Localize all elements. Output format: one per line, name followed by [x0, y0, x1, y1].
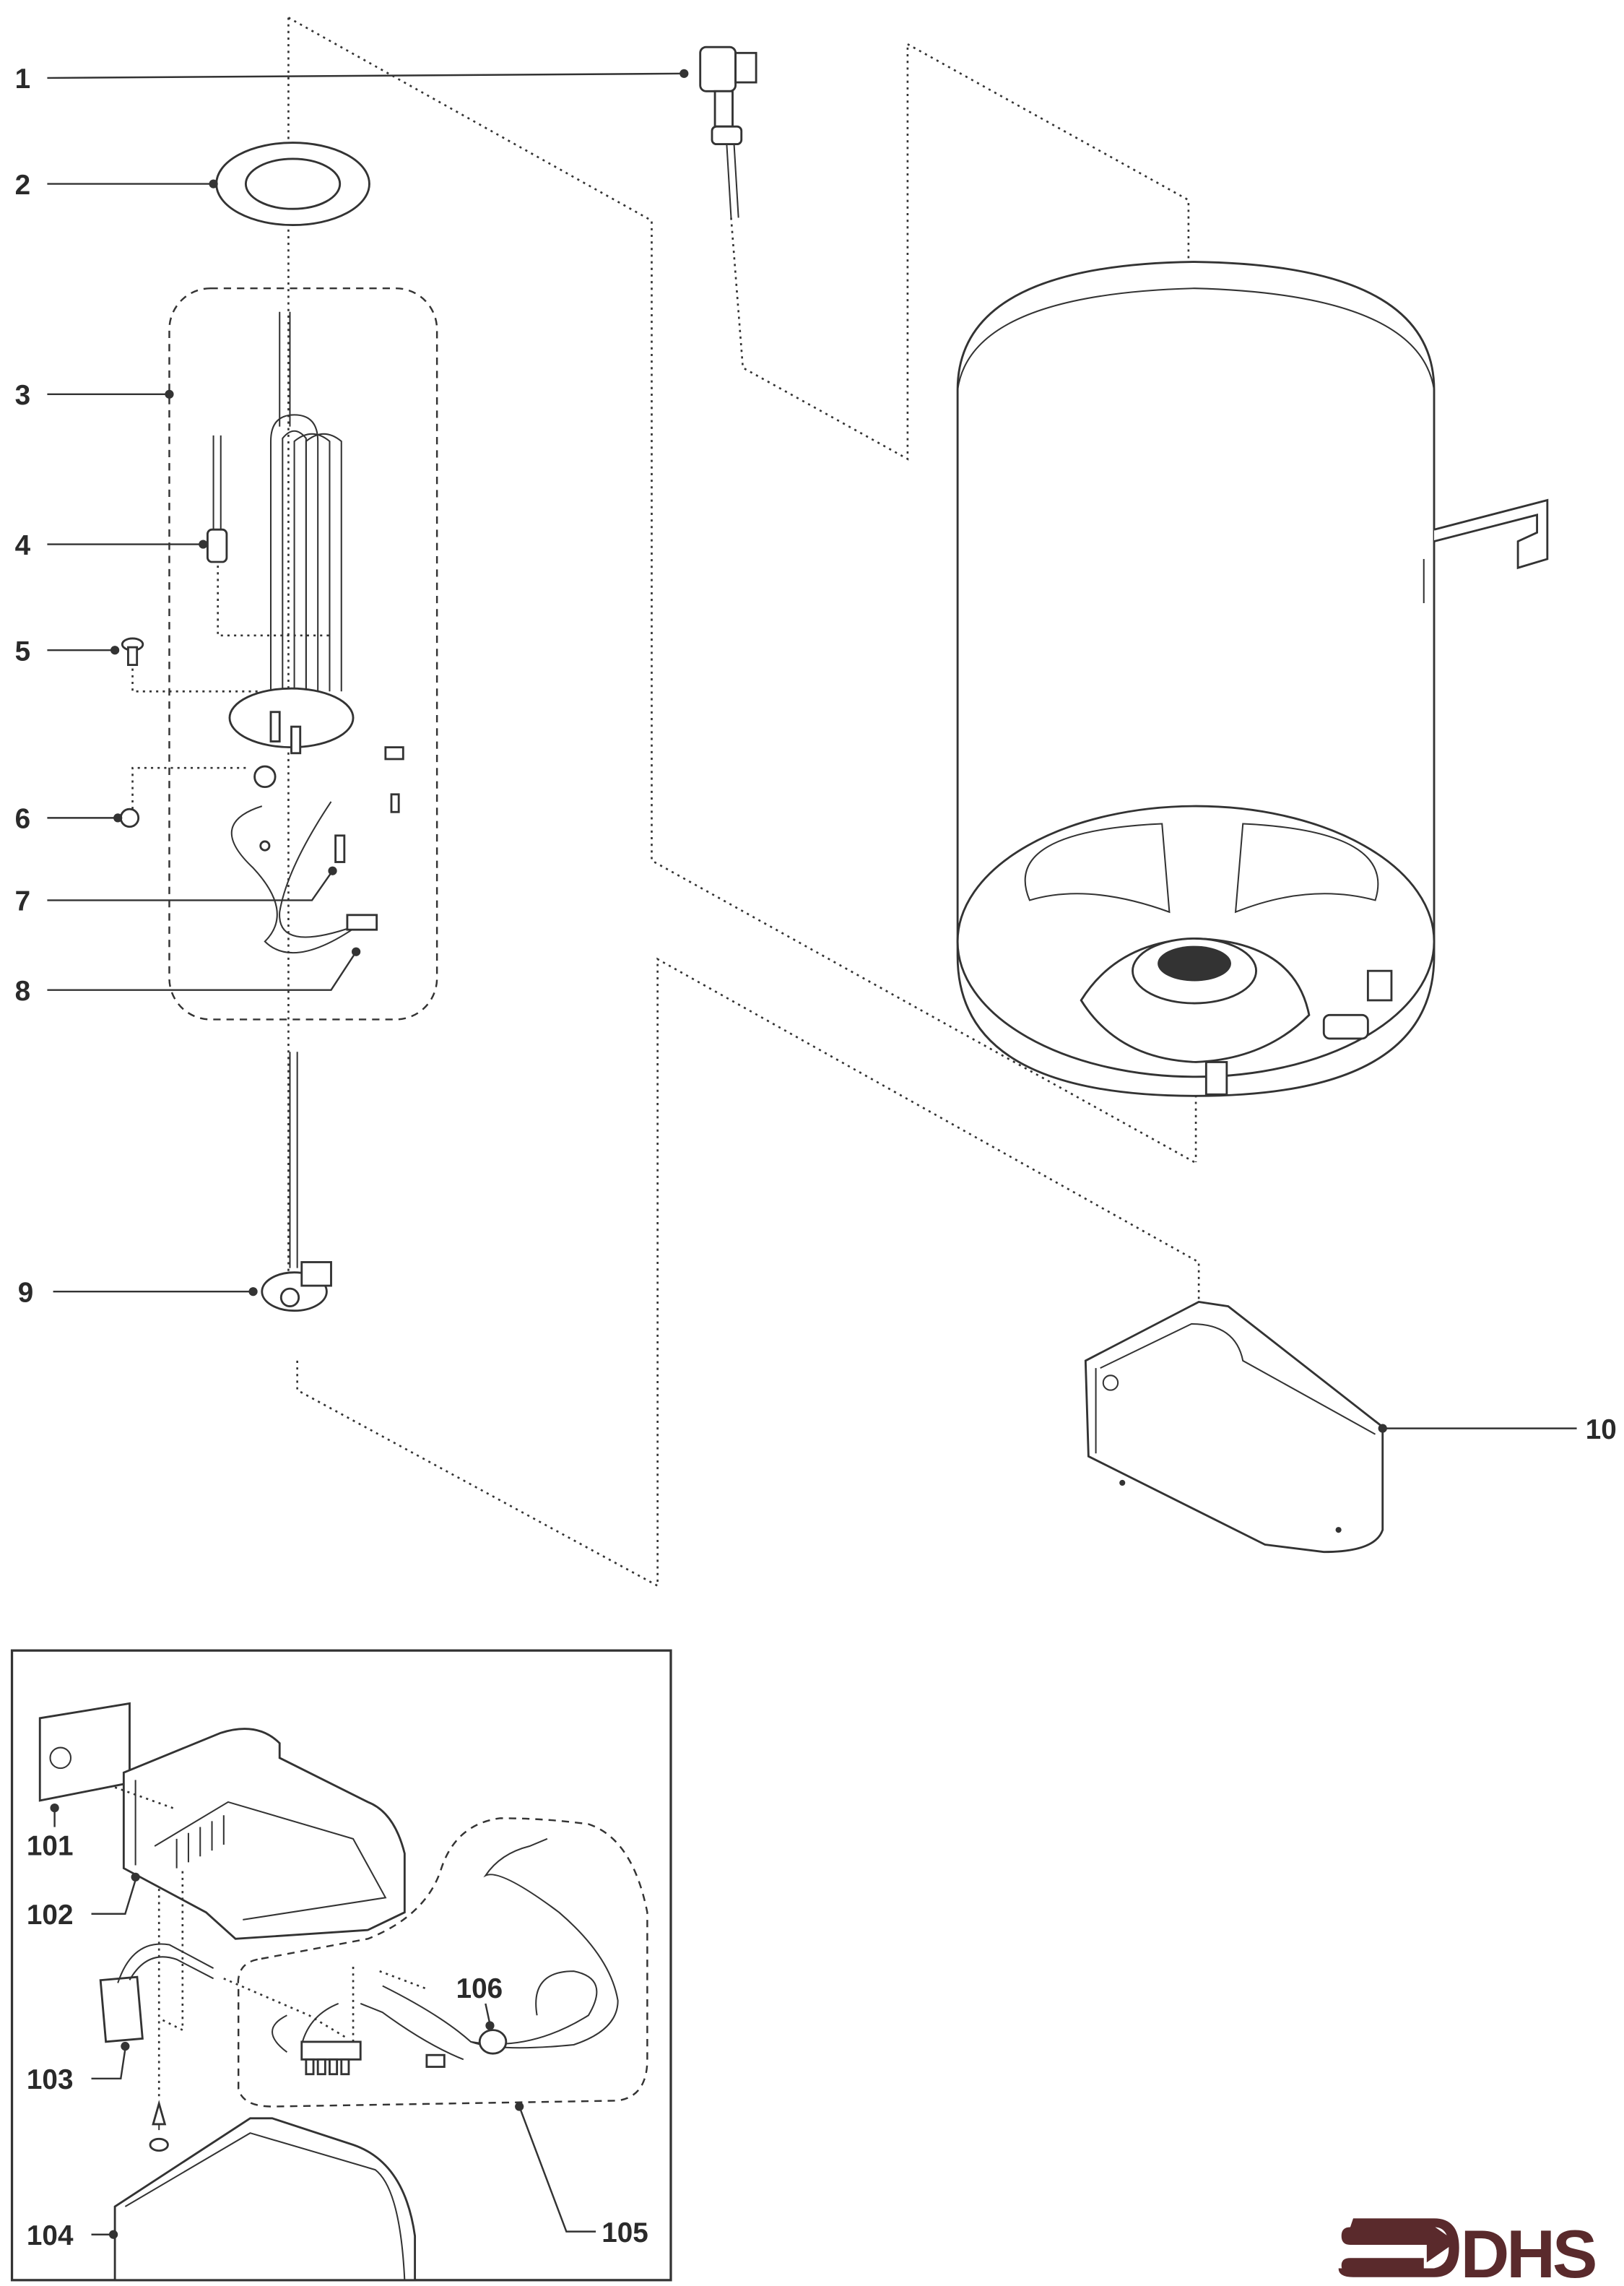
label-101: 101: [27, 1830, 74, 1861]
part-105-group-outline: [237, 1817, 648, 2108]
label-4: 4: [15, 530, 31, 561]
callout-104: 104: [27, 2220, 118, 2251]
label-10: 10: [1586, 1414, 1617, 1445]
part-2-gasket: [215, 142, 370, 227]
label-7: 7: [15, 886, 31, 917]
water-heater-tank: [956, 261, 1549, 1097]
label-6: 6: [15, 804, 31, 835]
callout-3: 3: [15, 380, 174, 411]
part-4-sensor: [206, 435, 228, 563]
label-106: 106: [456, 1973, 503, 2004]
callout-8: 8: [15, 947, 361, 1007]
callout-6: 6: [15, 804, 123, 835]
callout-106: 106: [456, 1973, 503, 2030]
dhs-logo: DHS: [1338, 2216, 1598, 2286]
part-6-nut: [119, 808, 140, 828]
label-105: 105: [602, 2217, 648, 2248]
part-101-label-plate: [38, 1702, 131, 1802]
callout-105: 105: [515, 2102, 648, 2248]
label-9: 9: [18, 1277, 34, 1308]
dhs-logo-text: DHS: [1461, 2216, 1595, 2286]
part-106-cable: [382, 1837, 619, 2049]
callout-103: 103: [27, 2041, 130, 2095]
inset-detail-box: 101 102 103 104 105 106: [10, 1649, 672, 2282]
callout-5: 5: [15, 636, 120, 667]
callout-1: 1: [15, 64, 689, 95]
part-9-thermostat: [261, 1052, 332, 1312]
callout-9: 9: [18, 1277, 258, 1308]
dhs-logo-arrow-icon: [1341, 2221, 1456, 2273]
callout-102: 102: [27, 1872, 140, 1931]
label-8: 8: [15, 976, 31, 1007]
part-3-group-outline: [168, 287, 438, 1021]
callout-2: 2: [15, 170, 218, 201]
part-106-grommet: [478, 2029, 508, 2055]
part-5-screw: [121, 637, 144, 667]
part-3-heating-element: [228, 311, 404, 954]
part-105-wires: [272, 2003, 464, 2061]
label-1: 1: [15, 64, 31, 95]
callout-101: 101: [27, 1803, 74, 1861]
part-10-cover: [1084, 1300, 1384, 1554]
part-103-board: [99, 1975, 144, 2043]
callout-4: 4: [15, 530, 208, 561]
terminal-block: [300, 2040, 362, 2076]
part-1-valve: [699, 46, 757, 218]
label-2: 2: [15, 170, 31, 201]
label-104: 104: [27, 2220, 74, 2251]
assembly-guide-lines: [131, 17, 1200, 1588]
label-102: 102: [27, 1900, 74, 1931]
label-5: 5: [15, 636, 31, 667]
screw: [149, 2100, 169, 2152]
label-3: 3: [15, 380, 31, 411]
callout-10: 10: [1378, 1414, 1617, 1445]
callout-7: 7: [15, 866, 337, 917]
label-103: 103: [27, 2064, 74, 2095]
part-102-base: [122, 1728, 406, 1940]
